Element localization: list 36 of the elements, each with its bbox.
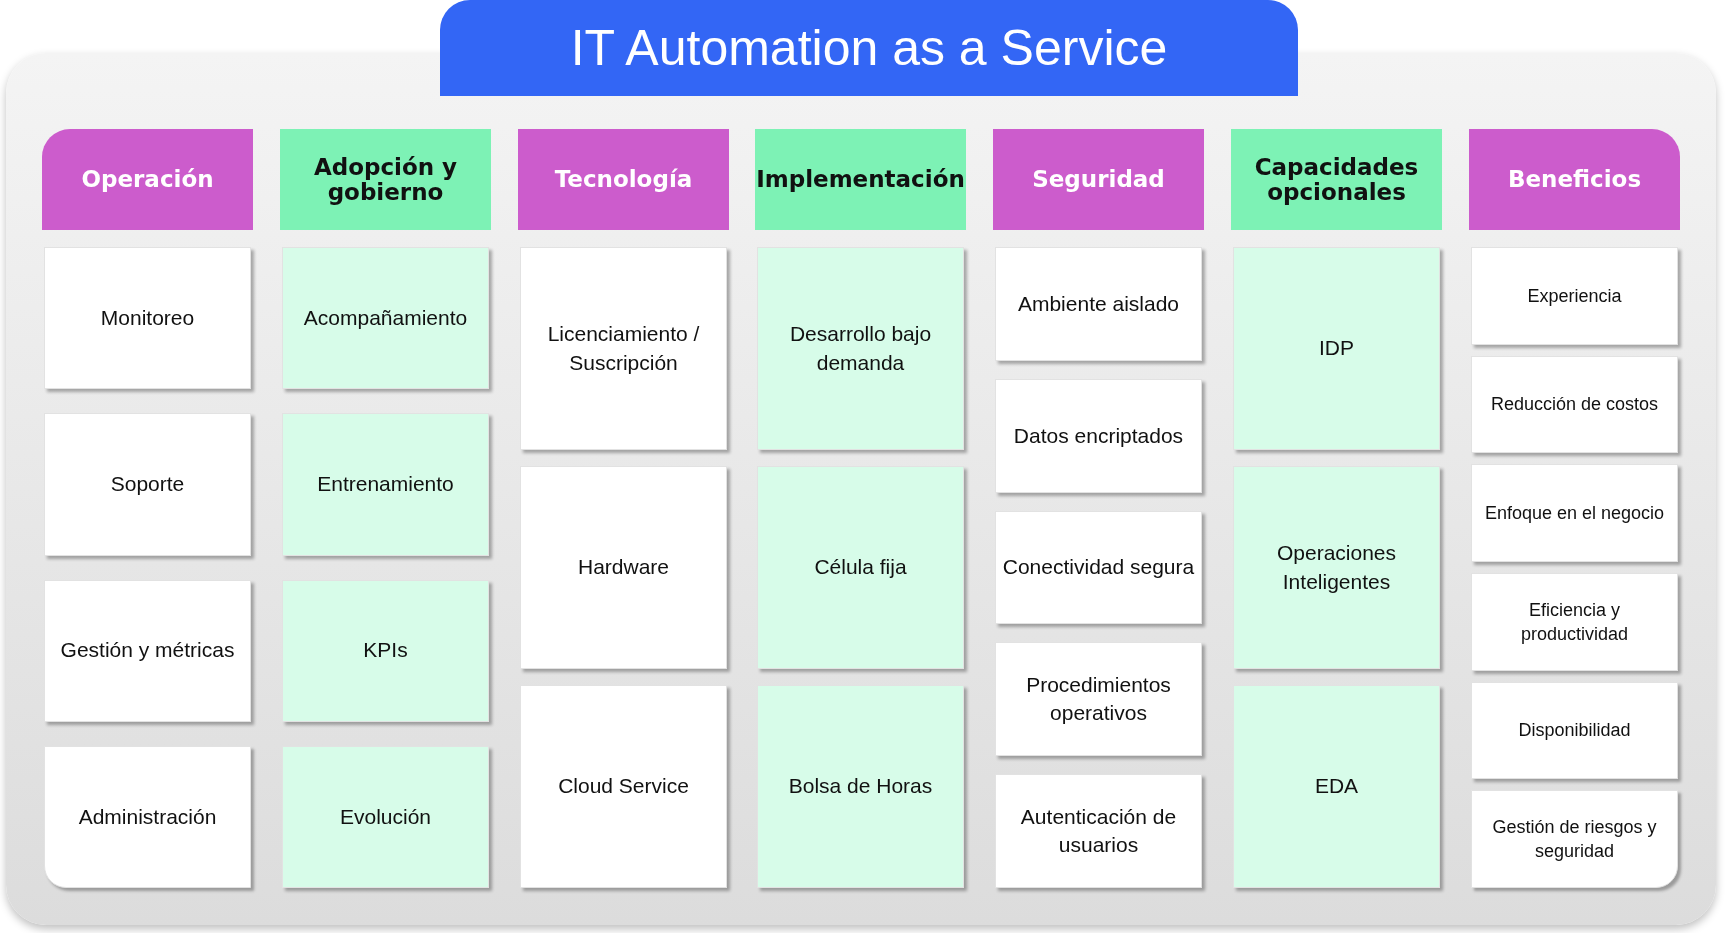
- item-card: EDA: [1233, 685, 1440, 888]
- item-card: Hardware: [520, 466, 727, 669]
- column-header: Seguridad: [993, 129, 1204, 230]
- column-header: Capacidades opcionales: [1231, 129, 1442, 230]
- item-card: Entrenamiento: [282, 413, 489, 556]
- item-card: Monitoreo: [44, 247, 251, 390]
- item-card: Disponibilidad: [1471, 681, 1678, 780]
- column-header: Adopción y gobierno: [280, 129, 491, 230]
- item-card: Desarrollo bajo demanda: [757, 247, 964, 450]
- item-card: Soporte: [44, 413, 251, 556]
- item-card: Enfoque en el negocio: [1471, 464, 1678, 562]
- item-card: Acompañamiento: [282, 247, 489, 390]
- item-card: Autenticación de usuarios: [995, 774, 1202, 888]
- item-card: Licenciamiento / Suscripción: [520, 247, 727, 450]
- column-header: Tecnología: [518, 129, 729, 230]
- item-card: Eficiencia y productividad: [1471, 573, 1678, 671]
- item-card: Reducción de costos: [1471, 355, 1678, 454]
- item-card: Conectividad segura: [995, 510, 1202, 625]
- item-card: Administración: [44, 745, 251, 888]
- item-card: Cloud Service: [520, 685, 727, 888]
- item-card: KPIs: [282, 579, 489, 722]
- item-card: Procedimientos operativos: [995, 642, 1202, 757]
- item-card: Gestión y métricas: [44, 579, 251, 722]
- item-card: IDP: [1233, 247, 1440, 450]
- item-card: Célula fija: [757, 466, 964, 669]
- item-card: Evolución: [282, 745, 489, 888]
- item-card: Gestión de riesgos y seguridad: [1471, 790, 1678, 888]
- item-card: Datos encriptados: [995, 378, 1202, 493]
- column-header: Operación: [42, 129, 253, 230]
- item-card: Experiencia: [1471, 247, 1678, 345]
- column-header: Implementación: [755, 129, 966, 230]
- item-card: Bolsa de Horas: [757, 685, 964, 888]
- title-banner: IT Automation as a Service: [440, 0, 1298, 96]
- item-card: Operaciones Inteligentes: [1233, 466, 1440, 669]
- column-header: Beneficios: [1469, 129, 1680, 230]
- item-card: Ambiente aislado: [995, 247, 1202, 361]
